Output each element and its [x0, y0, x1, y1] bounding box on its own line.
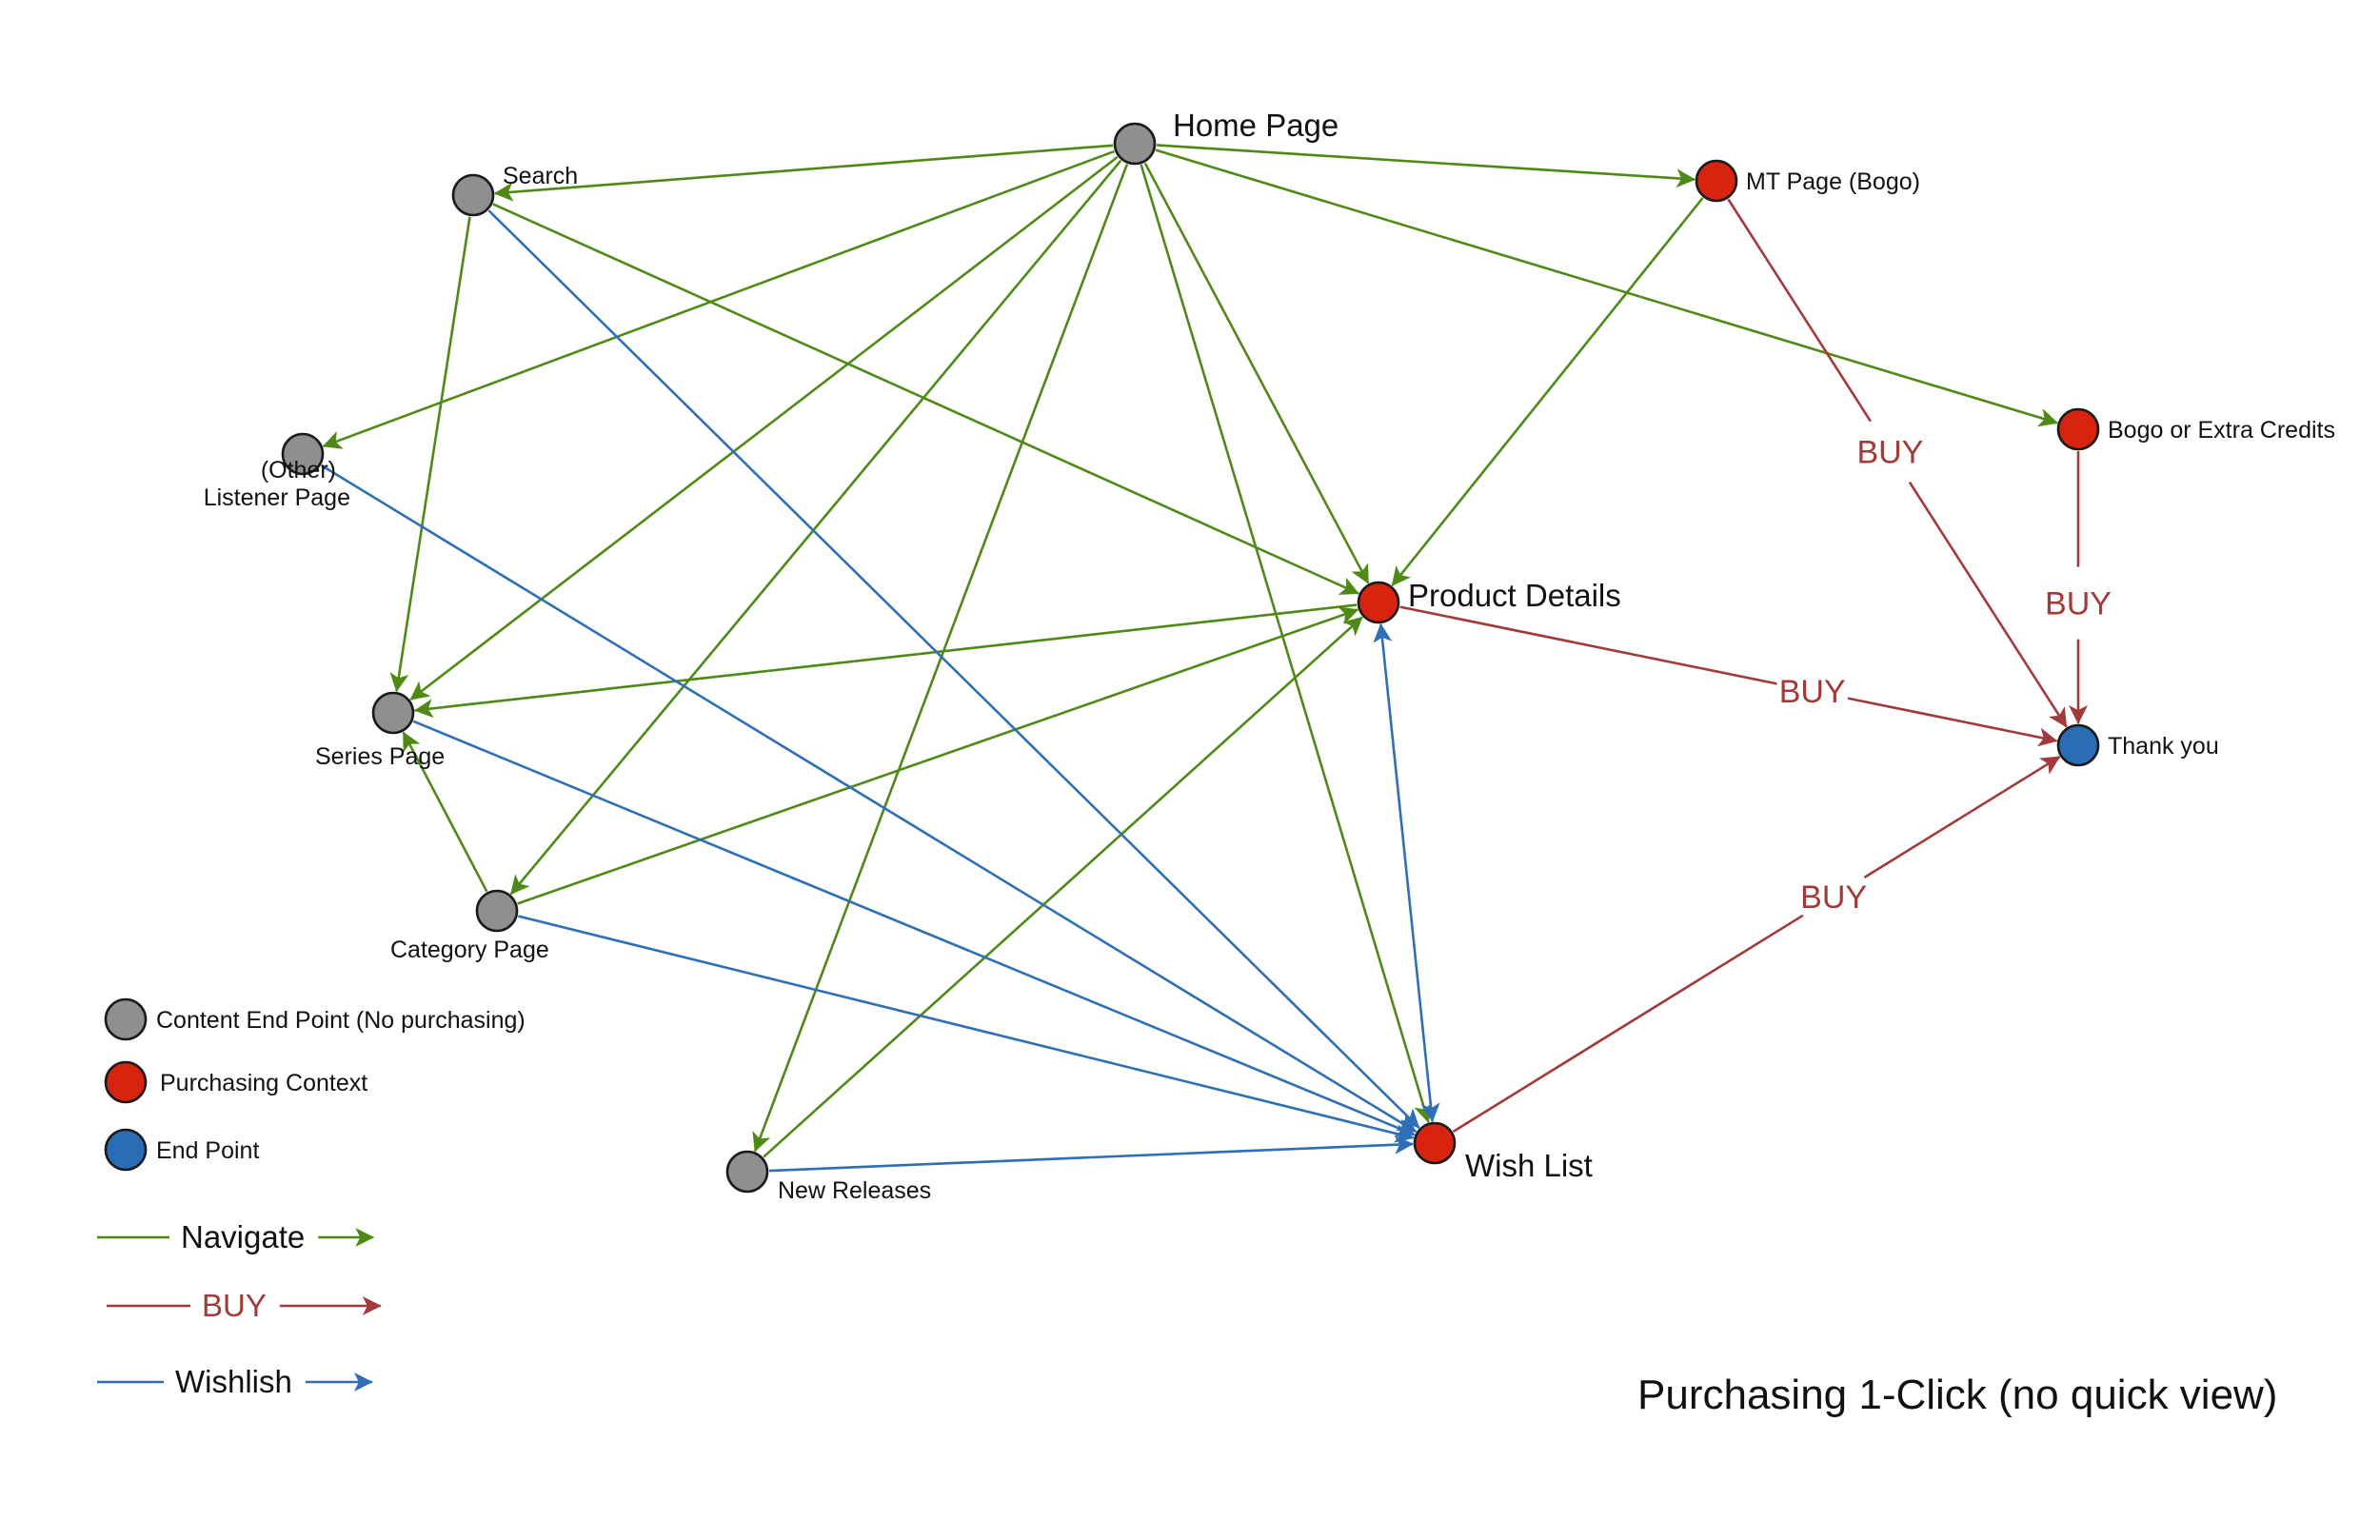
- edge-product-thanks: [1399, 605, 1777, 685]
- buy-label: BUY: [1856, 435, 1923, 471]
- node-label-category: Category Page: [390, 937, 549, 963]
- edge-product-wish: [1373, 622, 1440, 1123]
- edge-search-wish: [487, 209, 1420, 1129]
- edge-search-series: [389, 216, 471, 693]
- edge-category-wish: [518, 915, 1415, 1143]
- node-series: [371, 691, 415, 735]
- node-label-wish: Wish List: [1465, 1148, 1593, 1183]
- edge-category-product: [517, 606, 1359, 905]
- legend-swatch-purchasing: [104, 1060, 148, 1104]
- node-label-mt: MT Page (Bogo): [1746, 168, 1920, 195]
- legend-label-content: Content End Point (No purchasing): [156, 1007, 526, 1034]
- node-label-newrel: New Releases: [778, 1177, 931, 1204]
- buy-label: BUY: [1779, 674, 1846, 710]
- edge-wish-thanks-head: [1863, 755, 2061, 879]
- node-wish: [1413, 1121, 1457, 1165]
- edge-mt-product: [1391, 197, 1704, 586]
- legend-line-label-buy: BUY: [202, 1288, 267, 1323]
- buy-label: BUY: [2045, 586, 2112, 622]
- legend-line-label-wishlist: Wishlish: [175, 1364, 292, 1399]
- node-label-product: Product Details: [1408, 578, 1621, 613]
- edge-home-search: [493, 144, 1114, 202]
- legend-label-purchasing: Purchasing Context: [160, 1070, 367, 1096]
- edge-product-thanks-head: [1847, 697, 2058, 747]
- edge-category-series: [402, 731, 488, 893]
- node-bogo: [2056, 407, 2100, 451]
- node-label-thanks: Thank you: [2108, 733, 2219, 760]
- edge-home-category: [509, 159, 1122, 896]
- node-listener: [281, 432, 325, 476]
- edge-home-listener: [322, 149, 1115, 449]
- edge-product-series: [413, 603, 1358, 719]
- edges-layer: [320, 144, 2088, 1173]
- edge-series-wish: [412, 720, 1416, 1137]
- node-label-search: Search: [503, 163, 578, 189]
- node-label-listener: (Other)Listener Page: [204, 457, 350, 511]
- edge-newrel-wish: [768, 1135, 1415, 1173]
- edge-mt-thanks-head: [1908, 481, 2068, 728]
- edge-wish-thanks: [1452, 914, 1804, 1134]
- edge-mt-thanks: [1727, 198, 1872, 423]
- node-newrel: [725, 1150, 769, 1194]
- edge-search-product: [492, 203, 1359, 595]
- nodes-layer: [281, 122, 2100, 1194]
- node-label-home: Home Page: [1173, 108, 1339, 143]
- edge-home-bogo: [1155, 148, 2058, 427]
- edge-home-mt: [1156, 144, 1696, 188]
- buy-label: BUY: [1800, 879, 1867, 916]
- node-mt: [1695, 159, 1738, 203]
- edge-home-series: [409, 155, 1119, 701]
- legend-label-endpoint: End Point: [156, 1137, 259, 1164]
- node-home: [1113, 122, 1157, 166]
- node-thanks: [2056, 723, 2100, 767]
- node-category: [475, 889, 519, 933]
- edge-home-wish: [1140, 164, 1433, 1123]
- legend-swatch-endpoint: [104, 1128, 148, 1172]
- diagram-title: Purchasing 1-Click (no quick view): [1637, 1372, 2277, 1418]
- legend-swatch-content: [104, 997, 148, 1041]
- edge-home-product: [1143, 162, 1370, 584]
- legend-line-label-navigate: Navigate: [181, 1219, 305, 1254]
- edge-listener-wish: [320, 464, 1418, 1134]
- legend: Content End Point (No purchasing) Purchas…: [97, 997, 526, 1399]
- node-label-bogo: Bogo or Extra Credits: [2108, 417, 2335, 444]
- node-label-series: Series Page: [315, 743, 445, 770]
- node-search: [451, 173, 495, 217]
- edge-newrel-product: [763, 616, 1363, 1158]
- node-product: [1357, 581, 1400, 624]
